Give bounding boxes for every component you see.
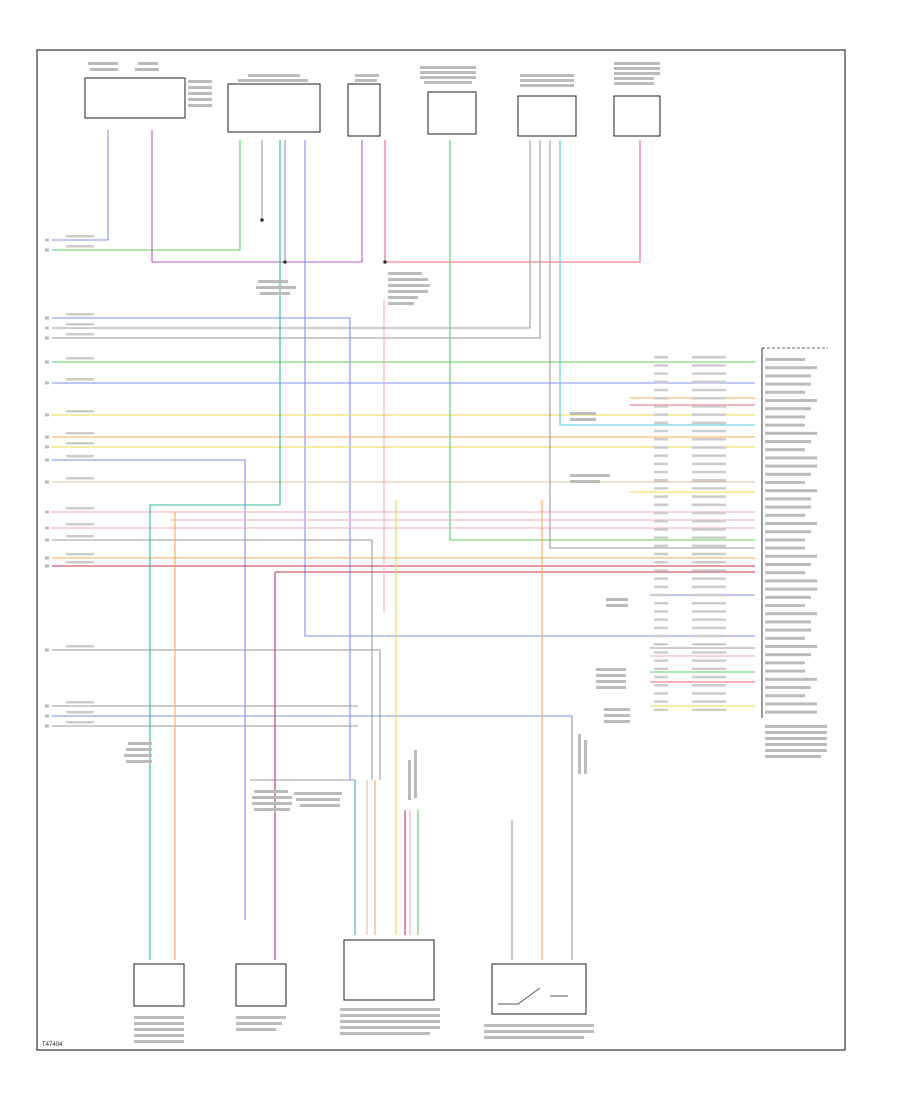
wire-blue-7 bbox=[52, 317, 351, 780]
splice-dot bbox=[260, 218, 264, 222]
wire-green-25 bbox=[449, 140, 755, 541]
switch-component-box bbox=[84, 77, 186, 119]
wire-gray-8 bbox=[52, 140, 531, 329]
solenoid-component-box bbox=[427, 91, 477, 135]
module-component-box bbox=[227, 83, 321, 133]
wire-layer bbox=[52, 130, 755, 960]
wire-gray-36 bbox=[52, 649, 381, 780]
left-row-markers bbox=[45, 235, 94, 728]
top-components bbox=[84, 62, 661, 137]
pcm-connector bbox=[654, 347, 828, 758]
wire-violet-2 bbox=[151, 130, 363, 263]
splice-notes bbox=[124, 272, 630, 811]
wire-blue-6 bbox=[304, 140, 755, 637]
wire-gray-26 bbox=[549, 140, 755, 549]
wire-gray-9 bbox=[52, 140, 541, 339]
transmission-connector-box bbox=[343, 939, 435, 1001]
sensor-connector-box bbox=[517, 95, 577, 137]
splice-dot bbox=[283, 260, 287, 264]
wire-teal-40 bbox=[149, 140, 281, 960]
solenoid-box-bottom bbox=[235, 963, 287, 1007]
sensor-component-box bbox=[347, 83, 381, 137]
wire-green-1 bbox=[52, 140, 241, 251]
wire-red-3 bbox=[384, 140, 641, 263]
wire-blue-0 bbox=[52, 130, 109, 241]
reference-code: T47404 bbox=[42, 1042, 63, 1048]
splice-dot bbox=[383, 260, 387, 264]
speed-sensor-box bbox=[133, 963, 185, 1007]
bottom-components bbox=[133, 939, 594, 1043]
diagram-frame bbox=[36, 49, 846, 1051]
wire-cyan-15 bbox=[559, 140, 755, 426]
wire-gray-24 bbox=[52, 539, 373, 780]
wire-blue-18 bbox=[52, 459, 246, 920]
switch-component-box-right bbox=[613, 95, 661, 137]
wire-blue-38 bbox=[52, 715, 573, 920]
